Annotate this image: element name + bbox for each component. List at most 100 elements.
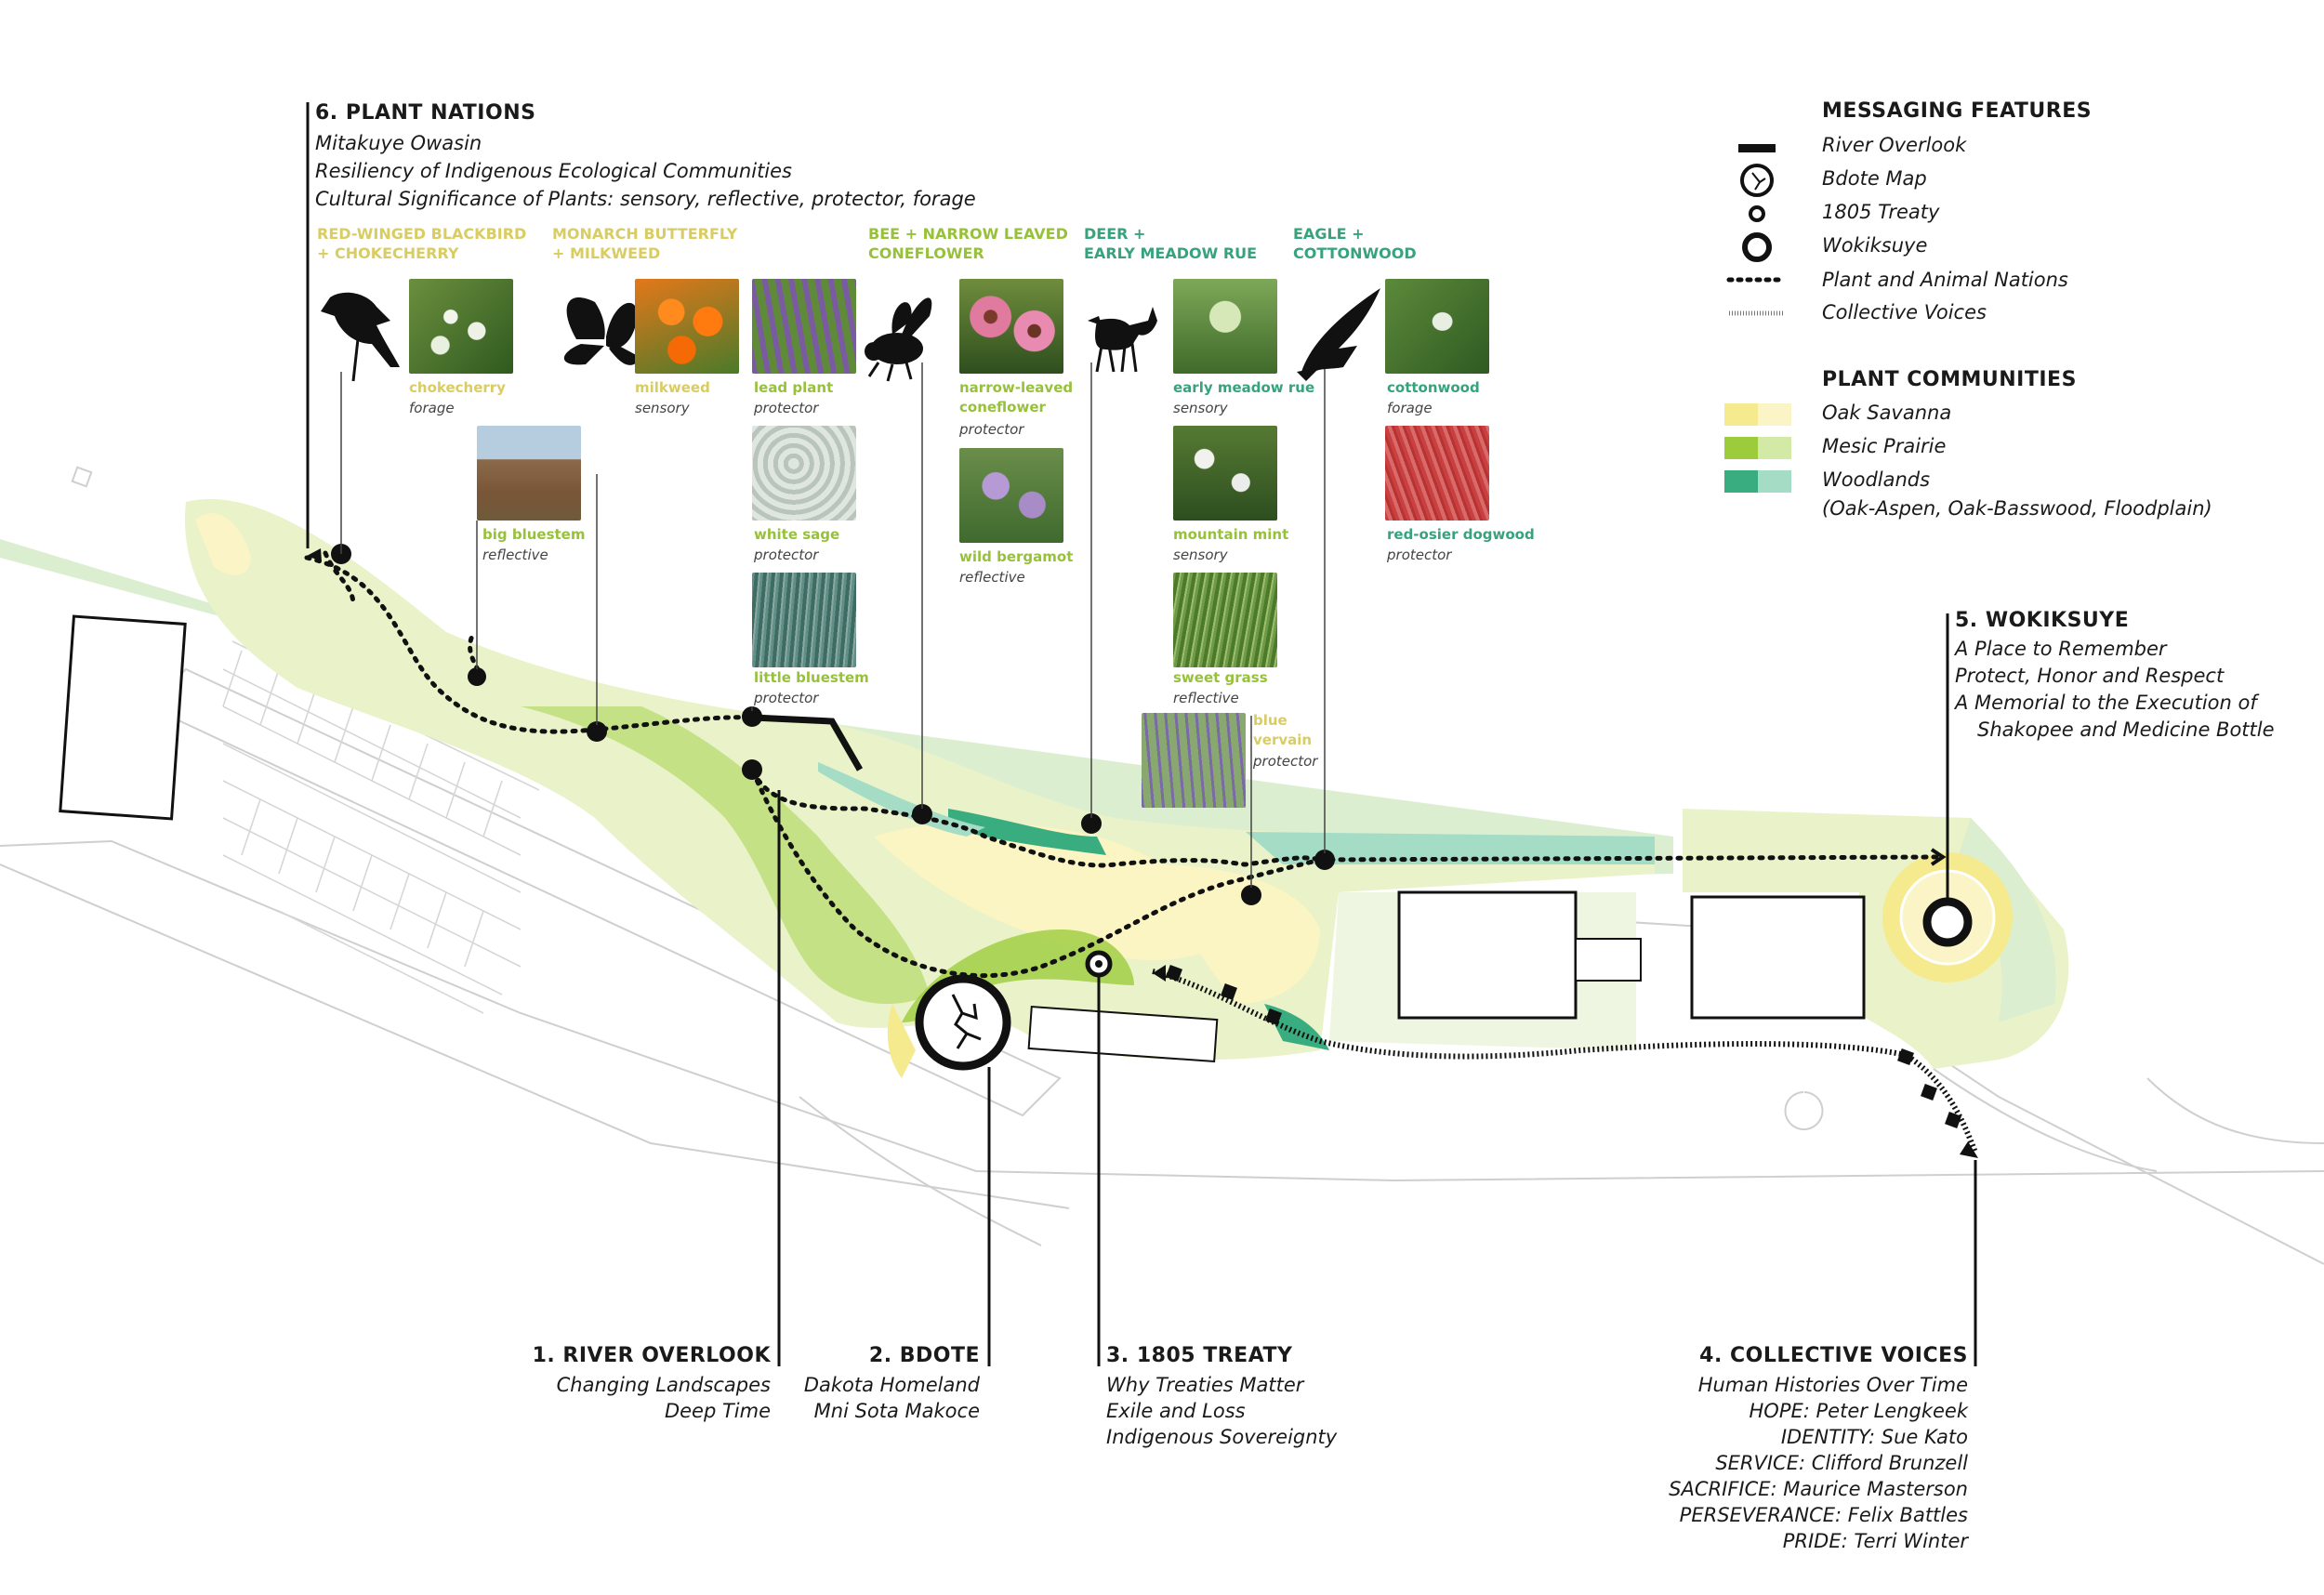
collective-voices-path — [1152, 965, 1978, 1158]
plant-name: milkweed — [635, 379, 710, 396]
plant-role: protector — [754, 690, 819, 706]
early-meadow-rue-photo — [1173, 279, 1277, 374]
legend-wokiksuye: Wokiksuye — [1822, 234, 1928, 257]
legend-collective-voices: Collective Voices — [1822, 301, 1987, 323]
plant-communities-title: PLANT COMMUNITIES — [1822, 368, 2077, 391]
group-eagle-line2: COTTONWOOD — [1293, 244, 1417, 262]
mountain-mint-photo — [1173, 426, 1277, 521]
bdote-line: Mni Sota Makoce — [813, 1400, 980, 1422]
blue-vervain-photo — [1142, 713, 1246, 808]
legend-woodlands-note: (Oak-Aspen, Oak-Basswood, Floodplain) — [1822, 497, 2212, 520]
big-bluestem-photo — [477, 426, 581, 521]
group-deer-line1: DEER + — [1084, 225, 1146, 243]
collective-voices-line: PRIDE: Terri Winter — [1782, 1530, 1968, 1552]
plant-role: protector — [1253, 753, 1318, 770]
plant-nations-line-3: Cultural Significance of Plants: sensory… — [315, 188, 976, 210]
wokiksuye-line: A Memorial to the Execution of — [1955, 692, 2257, 714]
legend-mesic-prairie: Mesic Prairie — [1822, 435, 1947, 457]
plant-animal-nations-path — [304, 550, 1941, 979]
plant-nations-line-2: Resiliency of Indigenous Ecological Comm… — [315, 160, 792, 182]
wokiksuye-line: Protect, Honor and Respect — [1955, 665, 2225, 687]
treaty-line: Why Treaties Matter — [1106, 1374, 1304, 1396]
bee-icon — [865, 297, 932, 382]
plant-name: lead plant — [754, 379, 834, 396]
woodlands-swatch — [1724, 470, 1791, 493]
building-footprints — [1027, 890, 1866, 1062]
butterfly-icon — [563, 297, 641, 365]
chokecherry-photo — [409, 279, 513, 374]
bird-icon — [321, 292, 400, 382]
group-monarch-line2: + MILKWEED — [552, 244, 661, 262]
group-deer-line2: EARLY MEADOW RUE — [1084, 244, 1258, 262]
bdote-line: Dakota Homeland — [803, 1374, 980, 1396]
plant-pointer-lines — [340, 362, 1326, 888]
collective-voices-line: SERVICE: Clifford Brunzell — [1715, 1452, 1968, 1474]
collective-voices-line: SACRIFICE: Maurice Masterson — [1669, 1478, 1968, 1500]
river-overlook-title: 1. RIVER OVERLOOK — [532, 1344, 771, 1367]
treaty-marker — [1085, 950, 1113, 978]
plant-role: forage — [409, 400, 455, 416]
plant-name: cottonwood — [1387, 379, 1480, 396]
plant-nations-line-1: Mitakuye Owasin — [315, 132, 482, 154]
collective-voices-line: PERSEVERANCE: Felix Battles — [1679, 1504, 1968, 1526]
legend-river-overlook: River Overlook — [1822, 134, 1967, 156]
legend-oak-savanna: Oak Savanna — [1822, 402, 1952, 424]
messaging-features-title: MESSAGING FEATURES — [1822, 99, 2093, 123]
treaty-title: 3. 1805 TREATY — [1106, 1344, 1293, 1367]
little-bluestem-photo — [752, 573, 856, 667]
sweet-grass-photo — [1173, 573, 1277, 667]
coneflower-photo — [959, 279, 1063, 374]
plant-role: reflective — [1173, 690, 1239, 706]
treaty-line: Indigenous Sovereignty — [1106, 1426, 1338, 1448]
plant-role: reflective — [482, 547, 548, 563]
group-bee-line2: CONEFLOWER — [868, 244, 984, 262]
cottonwood-photo — [1385, 279, 1489, 374]
legend-1805-treaty: 1805 Treaty — [1822, 201, 1940, 223]
plant-name: red-osier dogwood — [1387, 526, 1535, 543]
plant-role: protector — [754, 547, 819, 563]
plant-role: sensory — [1173, 547, 1228, 563]
plant-role: sensory — [1173, 400, 1228, 416]
white-sage-photo — [752, 426, 856, 521]
deer-icon — [1088, 307, 1157, 373]
wokiksuye-line: A Place to Remember — [1955, 638, 2167, 660]
plant-name: sweet grass — [1173, 669, 1268, 686]
legend-bdote-map: Bdote Map — [1822, 167, 1927, 190]
wild-bergamot-photo — [959, 448, 1063, 543]
group-eagle-line1: EAGLE + — [1293, 225, 1365, 243]
path-stop-dots — [331, 544, 1335, 905]
plant-role: protector — [754, 400, 819, 416]
plant-community-areas — [0, 498, 2069, 1078]
collective-voices-line: IDENTITY: Sue Kato — [1780, 1426, 1968, 1448]
group-blackbird-line1: RED-WINGED BLACKBIRD — [317, 225, 527, 243]
wokiksuye-title: 5. WOKIKSUYE — [1955, 609, 2130, 632]
plant-role: protector — [959, 421, 1024, 438]
legend-woodlands: Woodlands — [1822, 468, 1931, 491]
collective-voices-line: HOPE: Peter Lengkeek — [1749, 1400, 1968, 1422]
river-overlook-line: Deep Time — [664, 1400, 771, 1422]
plant-name: wild bergamot — [959, 548, 1074, 565]
plant-role: sensory — [635, 400, 690, 416]
river-overlook-marker — [752, 714, 864, 771]
legend-plant-animal-nations: Plant and Animal Nations — [1822, 269, 2068, 291]
group-monarch-line1: MONARCH BUTTERFLY — [552, 225, 738, 243]
legend-glyphs — [1726, 144, 1788, 316]
plant-name: big bluestem — [482, 526, 586, 543]
river-overlook-line: Changing Landscapes — [556, 1374, 771, 1396]
collective-voices-line: Human Histories Over Time — [1697, 1374, 1968, 1396]
plant-role: protector — [1387, 547, 1452, 563]
milkweed-photo — [635, 279, 739, 374]
bdote-title: 2. BDOTE — [868, 1344, 980, 1367]
plant-name: little bluestem — [754, 669, 869, 686]
plant-name: white sage — [754, 526, 840, 543]
treaty-line: Exile and Loss — [1106, 1400, 1246, 1422]
plant-name: narrow-leaved coneflower — [959, 379, 1074, 415]
eagle-icon — [1297, 288, 1380, 381]
plant-nations-title: 6. PLANT NATIONS — [315, 101, 536, 125]
group-blackbird-line2: + CHOKECHERRY — [317, 244, 459, 262]
plant-role: reflective — [959, 569, 1025, 586]
collective-voices-title: 4. COLLECTIVE VOICES — [1699, 1344, 1968, 1367]
leader-lines — [306, 102, 1977, 1366]
plant-role: forage — [1387, 400, 1433, 416]
